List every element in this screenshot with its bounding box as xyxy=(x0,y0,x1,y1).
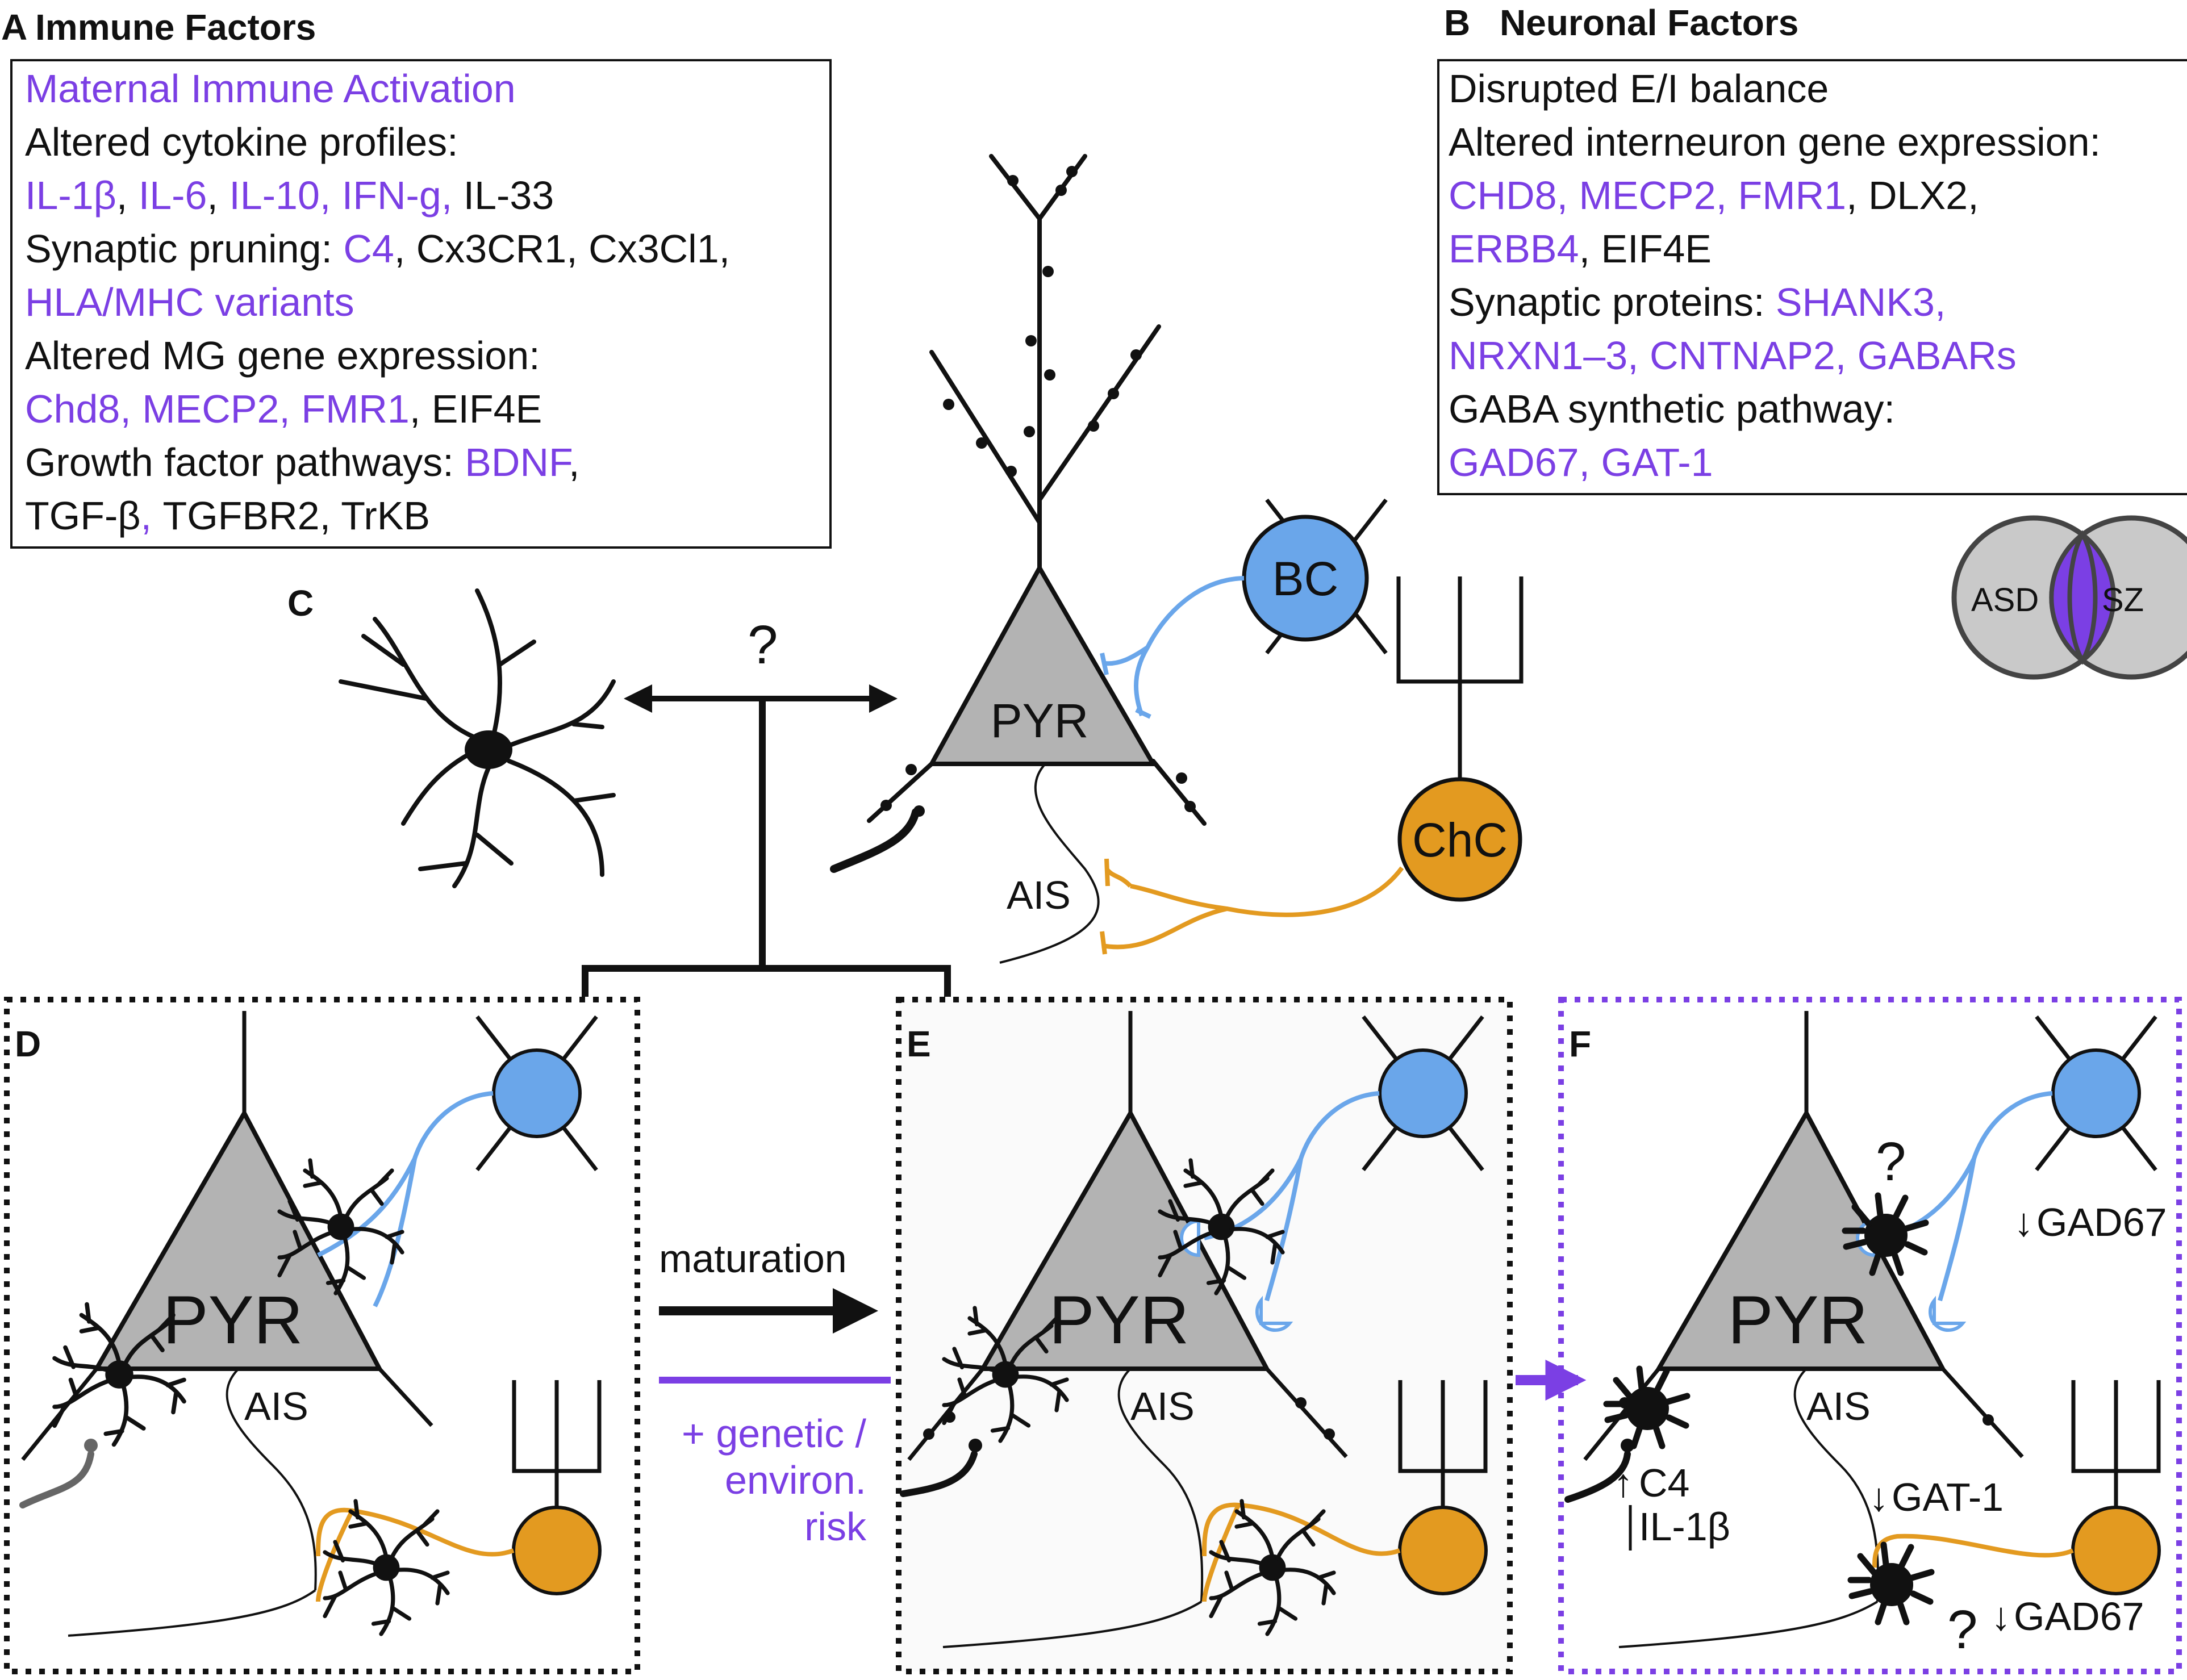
maturation-transition: maturation + genetic / environ. risk xyxy=(659,1236,1587,1549)
panel-a: A Immune Factors Maternal Immune Activat… xyxy=(1,7,832,549)
pyr-label-d: PYR xyxy=(163,1282,303,1358)
c4-label: C4 xyxy=(1639,1461,1689,1505)
panel-e: E PYR AIS xyxy=(896,997,1513,1674)
arrow-up-c4: ↑ xyxy=(1613,1461,1633,1505)
immune-factor-line-6: Altered MG gene expression: xyxy=(25,333,540,378)
immune-factor-line-8: Growth factor pathways: BDNF, xyxy=(25,440,579,484)
panel-b-letter: B xyxy=(1444,2,1470,43)
pyr-label-e: PYR xyxy=(1049,1282,1190,1358)
immune-factors-box xyxy=(10,59,832,549)
arrow-down-gat1: ↓ xyxy=(1869,1475,1889,1519)
panel-f: F PYR AIS ? ? ↓ GAD67 ↓ GAD67 ↓ GAT-1 ↑ … xyxy=(1558,997,2182,1674)
risk-label-line2: environ. xyxy=(725,1458,866,1502)
panel-c-letter: C xyxy=(287,583,314,624)
dendritic-spines xyxy=(880,166,1196,817)
detached-axon-fragment xyxy=(830,808,920,873)
neuronal-factor-line-2: Altered interneuron gene expression: xyxy=(1449,120,2101,164)
immune-factor-line-7: Chd8, MECP2, FMR1, EIF4E xyxy=(25,387,542,431)
neuronal-factor-line-8: GAD67, GAT-1 xyxy=(1449,440,1713,484)
panel-d-letter: D xyxy=(15,1023,41,1064)
microglia-neuron-question-mark: ? xyxy=(748,615,778,675)
axon-initial-segment xyxy=(999,763,1100,964)
risk-label-line1: + genetic / xyxy=(682,1411,866,1456)
bc-label: BC xyxy=(1272,552,1339,605)
maturation-label: maturation xyxy=(659,1236,847,1281)
panel-f-letter: F xyxy=(1569,1023,1591,1064)
panel-b-title: Neuronal Factors xyxy=(1500,2,1798,43)
immune-factor-line-5: HLA/MHC variants xyxy=(25,280,354,324)
microglia-d3 xyxy=(325,1501,448,1634)
neuronal-factor-line-7: GABA synthetic pathway: xyxy=(1449,387,1895,431)
connector-bracket xyxy=(582,965,951,997)
immune-factor-line-3: IL-1β, IL-6, IL-10, IFN-g, IL-33 xyxy=(25,173,554,218)
immune-factor-line-9: TGF-β, TGFBR2, TrKB xyxy=(25,494,430,538)
chandelier-cell: ChC xyxy=(1100,576,1524,955)
question-mark-top: ? xyxy=(1876,1131,1906,1192)
neuronal-factor-line-6: NRXN1–3, CNTNAP2, GABARs xyxy=(1449,333,2017,378)
il1b-label: IL-1β xyxy=(1639,1505,1730,1549)
ais-label-f: AIS xyxy=(1806,1384,1871,1428)
neuronal-factor-line-5: Synaptic proteins: SHANK3, xyxy=(1449,280,1946,324)
venn-label-sz: SZ xyxy=(2102,582,2144,618)
ais-label: AIS xyxy=(1007,873,1071,917)
gad67-bc-label: GAD67 xyxy=(2036,1200,2167,1244)
microglia-icon xyxy=(339,588,616,888)
panel-c: C ? PYR xyxy=(287,154,1524,997)
panel-f-frame xyxy=(1558,997,2182,1674)
immune-factor-line-1: Maternal Immune Activation xyxy=(25,66,516,111)
asd-sz-venn: ASD SZ xyxy=(1951,515,2187,680)
arrow-down-gad67-bc: ↓ xyxy=(2014,1200,2034,1244)
neuronal-factor-line-4: ERBB4, EIF4E xyxy=(1449,227,1712,271)
gad67-chc-label: GAD67 xyxy=(2014,1594,2144,1639)
risk-label-line3: risk xyxy=(804,1505,867,1549)
panel-a-letter: A xyxy=(1,7,27,48)
pyr-label: PYR xyxy=(991,694,1089,747)
panel-a-title: Immune Factors xyxy=(35,7,316,48)
ais-label-d: AIS xyxy=(244,1384,308,1428)
venn-label-asd: ASD xyxy=(1971,582,2039,618)
panel-d-frame xyxy=(4,997,640,1674)
panel-e-letter: E xyxy=(907,1023,931,1064)
panel-b: B Neuronal Factors Disrupted E/I balance… xyxy=(1437,2,2187,680)
neuronal-factors-box xyxy=(1437,59,2187,495)
ais-label-e: AIS xyxy=(1130,1384,1195,1428)
pyr-label-f: PYR xyxy=(1728,1282,1868,1358)
basket-cell: BC xyxy=(1100,498,1388,719)
immune-factor-line-2: Altered cytokine profiles: xyxy=(25,120,458,164)
pyramidal-neuron-soma xyxy=(928,563,1157,766)
question-mark-bottom: ? xyxy=(1947,1599,1977,1660)
arrow-down-gad67-chc: ↓ xyxy=(1991,1594,2011,1639)
neuronal-factor-line-1: Disrupted E/I balance xyxy=(1449,66,1829,111)
panel-d: D PYR AIS xyxy=(4,997,640,1674)
gat1-label: GAT-1 xyxy=(1892,1475,2004,1519)
chc-label: ChC xyxy=(1412,813,1508,867)
neuronal-factor-line-3: CHD8, MECP2, FMR1, DLX2, xyxy=(1449,173,1979,218)
immune-factor-line-4: Synaptic pruning: C4, Cx3CR1, Cx3Cl1, xyxy=(25,227,730,271)
